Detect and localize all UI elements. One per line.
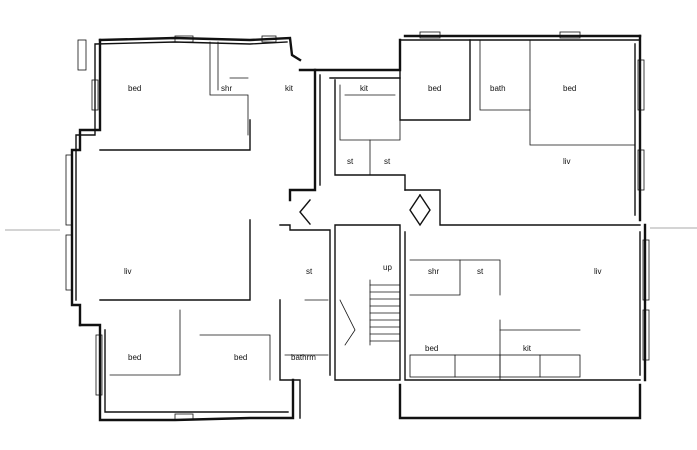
- room-label-liv-left: liv: [124, 267, 132, 276]
- right-unit-walls: [398, 34, 647, 420]
- room-label-bed-bottom-right: bed: [425, 344, 438, 353]
- room-label-kit-bottom-right: kit: [523, 344, 532, 353]
- stair-treads: [339, 279, 401, 346]
- room-labels: bed shr kit kit bed bath bed st st liv l…: [124, 84, 602, 362]
- room-label-up-stair: up: [383, 263, 392, 272]
- left-unit-walls: [70, 36, 331, 422]
- room-label-st-right-lower: st: [477, 267, 484, 276]
- right-unit-windows: [419, 31, 650, 361]
- room-label-bed-top-right-b: bed: [563, 84, 576, 93]
- room-label-shr-top-left: shr: [221, 84, 232, 93]
- room-label-bed-bottom-center: bed: [234, 353, 247, 362]
- room-label-bath-top-right: bath: [490, 84, 506, 93]
- room-label-shr-right-lower: shr: [428, 267, 439, 276]
- room-label-bed-bottom-left: bed: [128, 353, 141, 362]
- door-swing-right: [409, 194, 431, 227]
- room-label-liv-right-upper: liv: [563, 157, 571, 166]
- room-label-kit-top-center: kit: [360, 84, 369, 93]
- room-label-bed-top-left: bed: [128, 84, 141, 93]
- room-label-bed-top-right-a: bed: [428, 84, 441, 93]
- left-unit-windows: [65, 35, 277, 421]
- door-swing-left: [299, 199, 311, 225]
- room-label-liv-right-lower: liv: [594, 267, 602, 276]
- reference-lines: [5, 227, 697, 231]
- room-label-bathrm-bottom: bathrm: [291, 353, 316, 362]
- room-label-st-center-right: st: [384, 157, 391, 166]
- room-label-st-center-left: st: [347, 157, 354, 166]
- room-label-kit-top-left: kit: [285, 84, 294, 93]
- room-label-st-stair: st: [306, 267, 313, 276]
